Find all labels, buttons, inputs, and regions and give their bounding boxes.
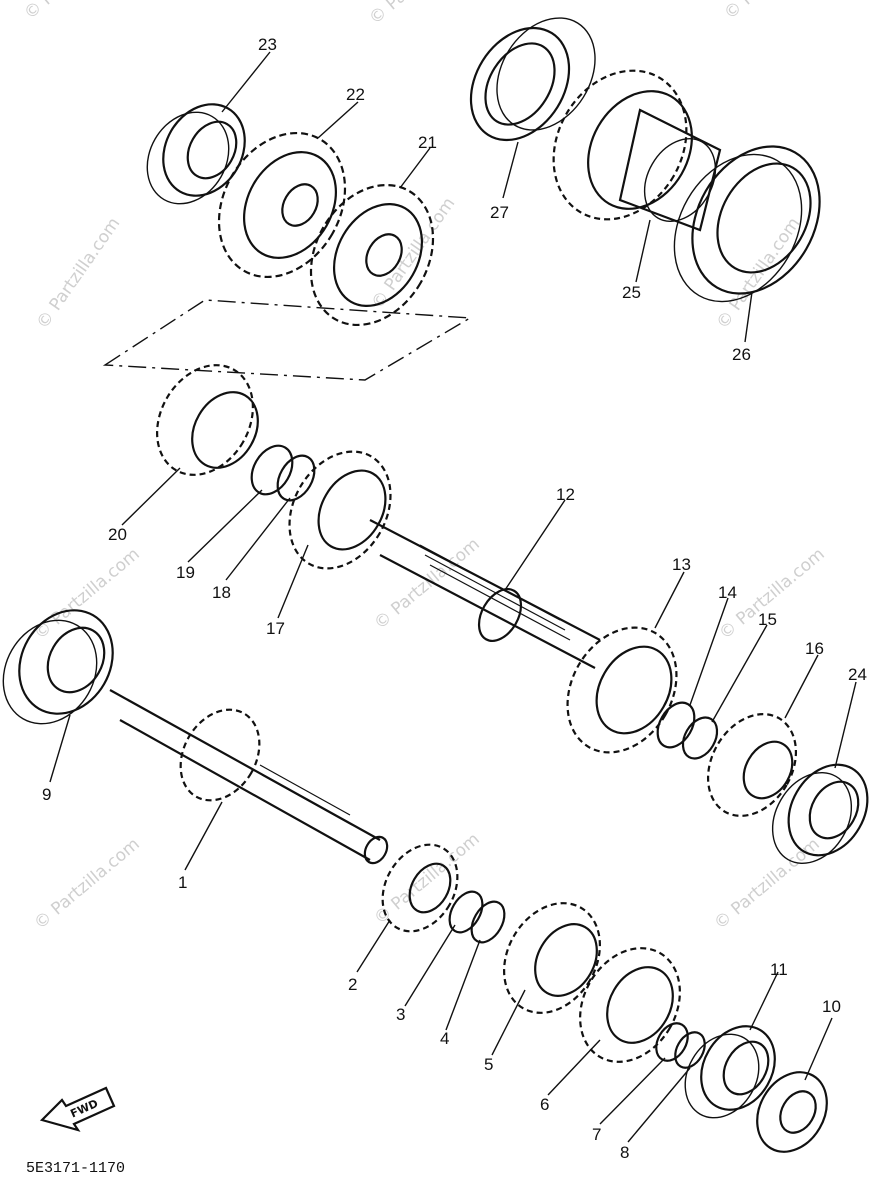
part-label: 12 [556,485,575,504]
watermark: © Partzilla.com [365,0,478,29]
ring-15-drawing [681,716,719,760]
gear-13-drawing [566,626,678,754]
ring-8-drawing [674,1031,706,1069]
bearing-27-drawing [469,17,596,142]
bearing-9-drawing [2,609,114,725]
part-label: 20 [108,525,127,544]
part-label: 4 [440,1029,449,1048]
ring-7-drawing [655,1022,689,1062]
part-label: 9 [42,785,51,804]
ring-3-drawing [448,890,484,934]
gear-2-drawing [381,843,459,933]
part-label: 21 [418,133,437,152]
gear-20-drawing [156,364,259,476]
drawing-code: 5E3171-1170 [26,1160,125,1177]
part-label: 5 [484,1055,493,1074]
bearing-23-drawing [146,103,246,205]
bearing-26-drawing [673,145,821,303]
gear-6-drawing [579,947,681,1063]
part-label: 22 [346,85,365,104]
part-label: 24 [848,665,867,684]
leader-lines [49,51,857,1143]
assembly-bracket [102,299,473,381]
watermark: © Partzilla.com [30,834,143,934]
watermark: © Partzilla.com [720,0,833,24]
part-label: 25 [622,283,641,302]
part-label: 23 [258,35,277,54]
ring-14-drawing [656,701,696,749]
gear-16-drawing [706,713,798,817]
watermark: © Partzilla.com [710,834,823,934]
ring-19-drawing [250,444,294,496]
gear-21-drawing [309,183,435,327]
bearing-11-drawing [684,1025,776,1119]
part-label: 27 [490,203,509,222]
part-label: 14 [718,583,737,602]
part-label: 11 [770,960,788,979]
gear-22-drawing [217,131,347,279]
part-label: 19 [176,563,195,582]
ring-4-drawing [470,900,506,944]
part-label: 1 [178,873,187,892]
gear-25-drawing [552,69,722,232]
watermark: © Partzilla.com [713,214,805,333]
part-label: 18 [212,583,231,602]
part-label: 13 [672,555,691,574]
part-label: 6 [540,1095,549,1114]
ring-18-drawing [276,454,316,502]
part-label: 10 [822,997,841,1016]
watermark: © Partzilla.com [33,214,125,333]
part-label: 8 [620,1143,629,1162]
fwd-arrow-icon: FWD [39,1086,116,1132]
part-label: 15 [758,610,777,629]
gear-5-drawing [503,902,601,1014]
shaft-12-drawing [369,519,601,669]
part-label: 17 [266,619,285,638]
part-labels: 1 2 3 4 5 6 7 8 9 10 11 12 13 14 15 16 1… [42,35,867,1162]
watermark: © Partzilla.com [20,0,133,24]
seal-10-drawing [756,1071,828,1153]
part-label: 16 [805,639,824,658]
bearing-24-drawing [771,763,869,864]
fwd-label: FWD [68,1097,100,1121]
part-label: 3 [396,1005,405,1024]
part-label: 2 [348,975,357,994]
part-label: 7 [592,1125,601,1144]
shaft-1-drawing [109,689,389,865]
part-label: 26 [732,345,751,364]
